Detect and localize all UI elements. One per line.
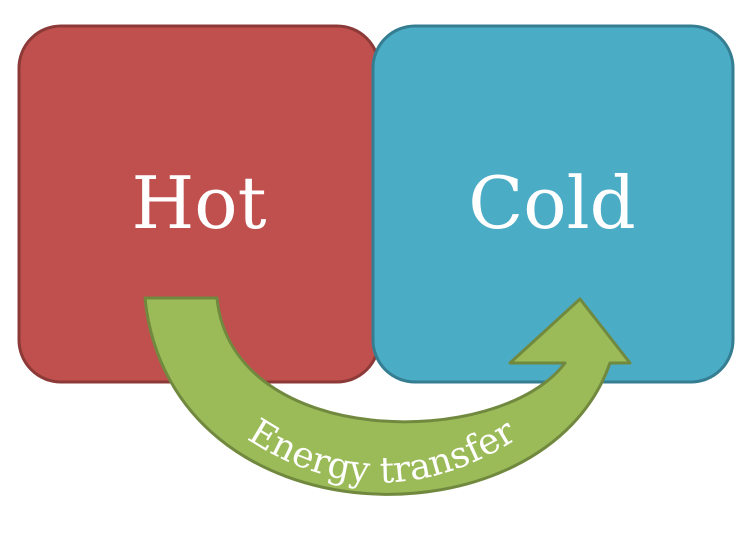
hot-label: Hot [131,161,266,245]
cold-label: Cold [468,161,636,245]
energy-transfer-arrow [143,296,632,496]
